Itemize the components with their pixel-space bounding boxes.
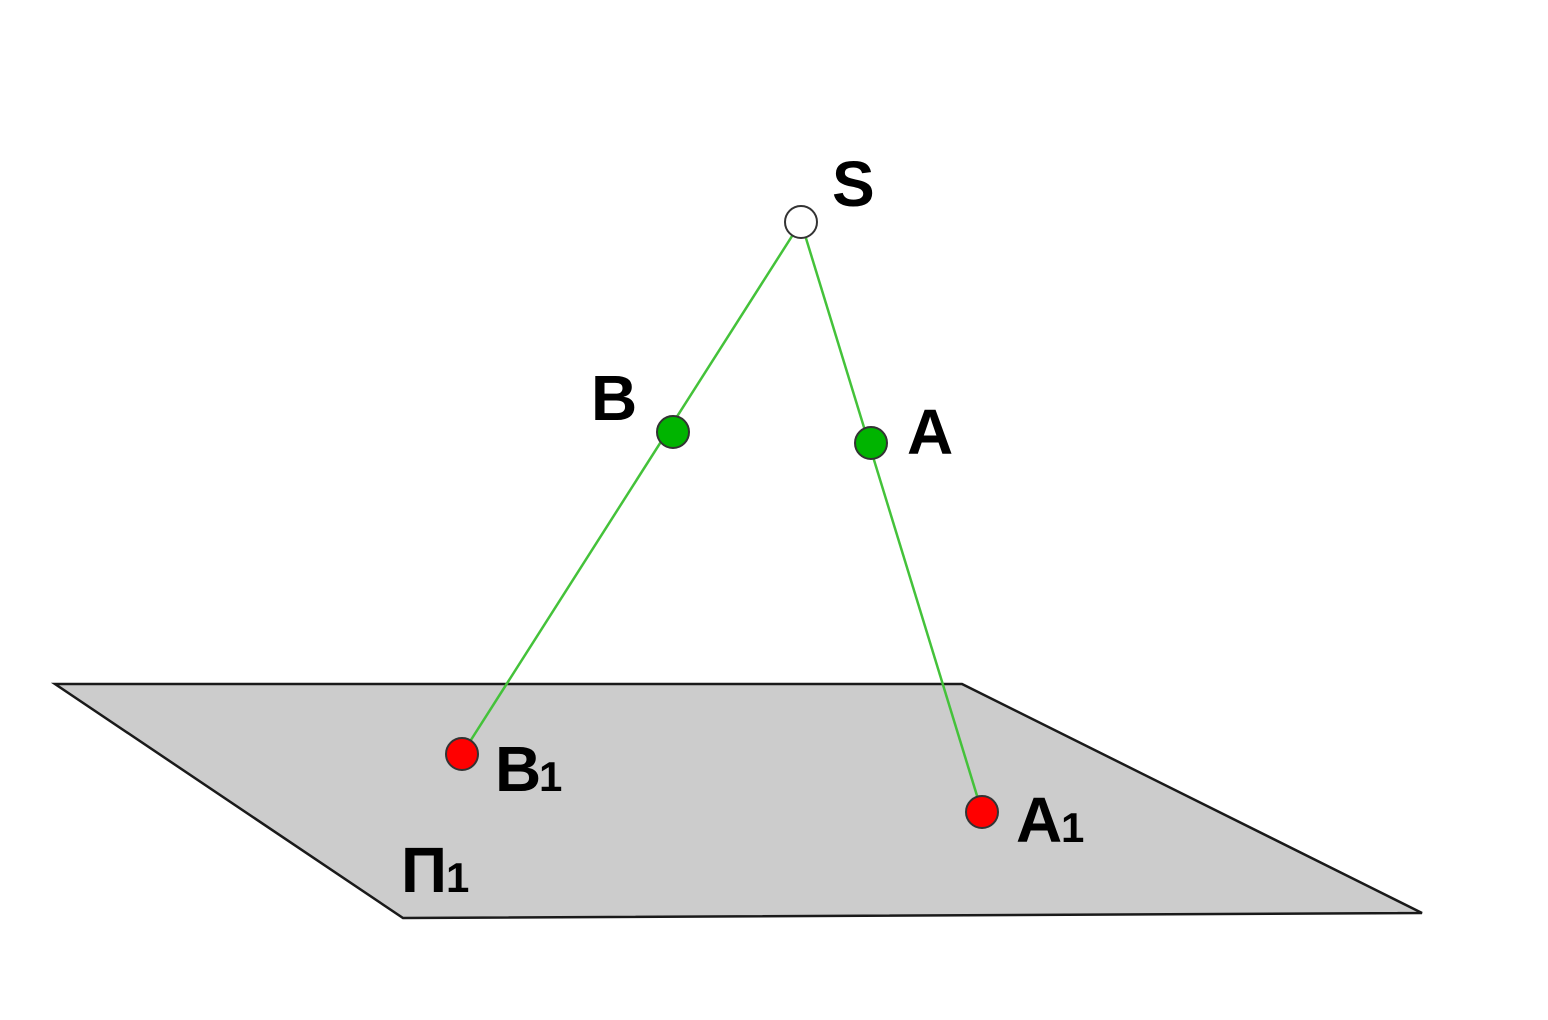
point-a1 [965, 795, 999, 829]
label-b: B [591, 362, 637, 434]
label-plane-main: П [401, 834, 447, 906]
projection-plane [50, 682, 1423, 920]
point-b [656, 415, 690, 449]
label-b1-sub: 1 [539, 753, 562, 800]
point-b1 [445, 737, 479, 771]
ray-s-b1 [460, 221, 803, 755]
point-a [854, 426, 888, 460]
label-a1-sub: 1 [1061, 804, 1084, 851]
label-a: A [907, 396, 953, 468]
label-a1-main: A [1016, 784, 1062, 856]
point-s [784, 205, 818, 239]
label-s: S [832, 148, 875, 220]
ray-s-a1 [799, 221, 984, 813]
label-plane-sub: 1 [446, 854, 469, 901]
label-b1-main: B [495, 733, 541, 805]
